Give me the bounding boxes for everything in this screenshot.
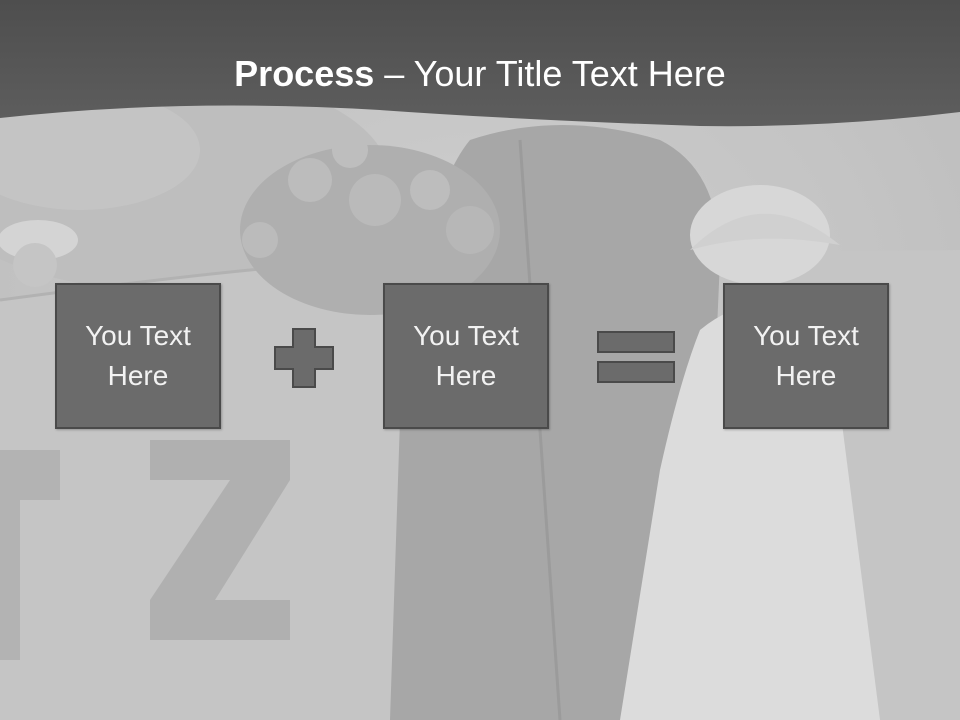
plus-icon xyxy=(274,328,334,388)
title-bold: Process xyxy=(234,53,375,94)
slide-title: Process – Your Title Text Here xyxy=(0,50,960,98)
title-dash: – xyxy=(374,53,414,94)
process-box-2[interactable]: You Text Here xyxy=(383,283,549,429)
process-box-3-text: You Text Here xyxy=(753,320,859,391)
process-box-1[interactable]: You Text Here xyxy=(55,283,221,429)
process-box-1-text: You Text Here xyxy=(85,320,191,391)
title-rest: Your Title Text Here xyxy=(413,53,726,94)
process-box-3[interactable]: You Text Here xyxy=(723,283,889,429)
equals-icon xyxy=(597,331,675,383)
process-box-2-text: You Text Here xyxy=(413,320,519,391)
